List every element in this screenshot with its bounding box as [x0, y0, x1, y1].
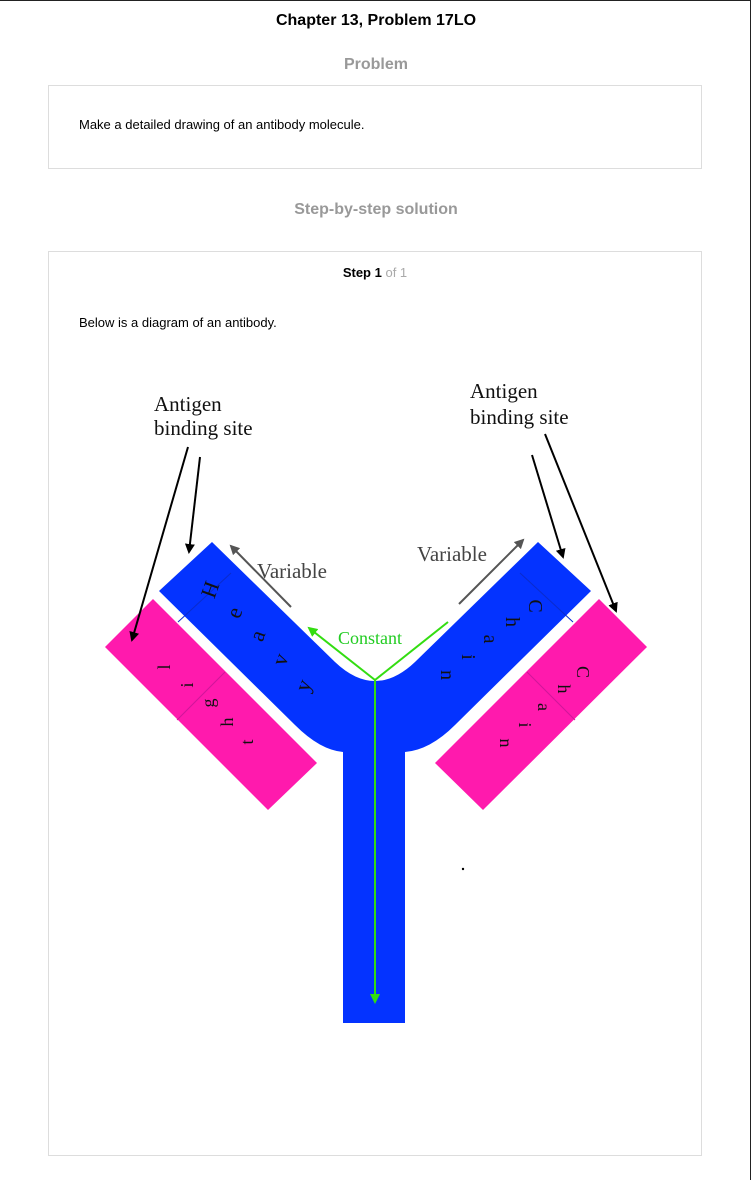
antigen-arrow-left-inner	[184, 456, 201, 554]
variable-label-left: Variable	[257, 559, 327, 583]
page-title: Chapter 13, Problem 17LO	[275, 12, 477, 29]
chain-letter-c: C	[524, 599, 546, 612]
constant-arrow-left	[307, 626, 376, 681]
antigen-arrow-right-inner	[531, 454, 566, 559]
chain-letter-n: n	[436, 670, 458, 680]
light-letters-left: l i g h t	[154, 664, 257, 744]
solution-intro: Below is a diagram of an antibody.	[79, 315, 277, 330]
light-letter-i: i	[177, 682, 197, 687]
step-number: Step 1	[342, 265, 382, 280]
variable-arrow-left	[229, 544, 292, 608]
step-indicator: Step 1 of 1	[49, 265, 701, 280]
light-chain-left	[105, 599, 317, 810]
light-chain-letter-n: n	[496, 739, 516, 748]
light-domain-divider-right	[526, 671, 576, 721]
variable-arrow-right	[458, 538, 525, 605]
antigen-label-left-line2: binding site	[154, 416, 253, 440]
chain-letter-h: h	[501, 617, 523, 627]
antigen-label-left-line1: Antigen	[154, 392, 222, 416]
antigen-label-right-line2: binding site	[470, 405, 569, 429]
problem-heading: Problem	[343, 56, 408, 73]
light-chain-letter-h: h	[554, 685, 574, 694]
solution-heading: Step-by-step solution	[294, 201, 458, 218]
light-domain-divider-left	[176, 671, 226, 721]
chain-letters-right-light: C h a i n	[496, 666, 593, 748]
chain-letters-right-heavy: C h a i n	[436, 599, 546, 680]
heavy-domain-divider-right	[519, 572, 574, 623]
heavy-domain-divider-left	[177, 572, 232, 623]
problem-text: Make a detailed drawing of an antibody m…	[79, 117, 365, 132]
antigen-arrow-left-outer	[129, 446, 189, 642]
chain-letter-a: a	[479, 635, 501, 644]
light-letter-g: g	[198, 699, 218, 708]
light-letter-h: h	[217, 718, 237, 727]
light-chain-letter-a: a	[534, 703, 554, 711]
light-letter-l: l	[154, 664, 174, 669]
light-chain-right	[435, 599, 647, 810]
problem-card: Make a detailed drawing of an antibody m…	[48, 85, 702, 169]
antigen-label-right-line1: Antigen	[470, 379, 538, 403]
step-total: of 1	[385, 265, 408, 280]
constant-line-right	[374, 621, 449, 681]
light-letter-t: t	[237, 739, 257, 744]
light-chain-letter-i: i	[515, 722, 535, 727]
chain-letter-i: i	[457, 654, 479, 660]
light-chain-letter-c: C	[573, 666, 593, 678]
stray-dot	[461, 867, 465, 871]
antigen-arrow-right-outer	[544, 433, 618, 613]
variable-label-right: Variable	[417, 542, 487, 566]
constant-label: Constant	[338, 628, 402, 648]
